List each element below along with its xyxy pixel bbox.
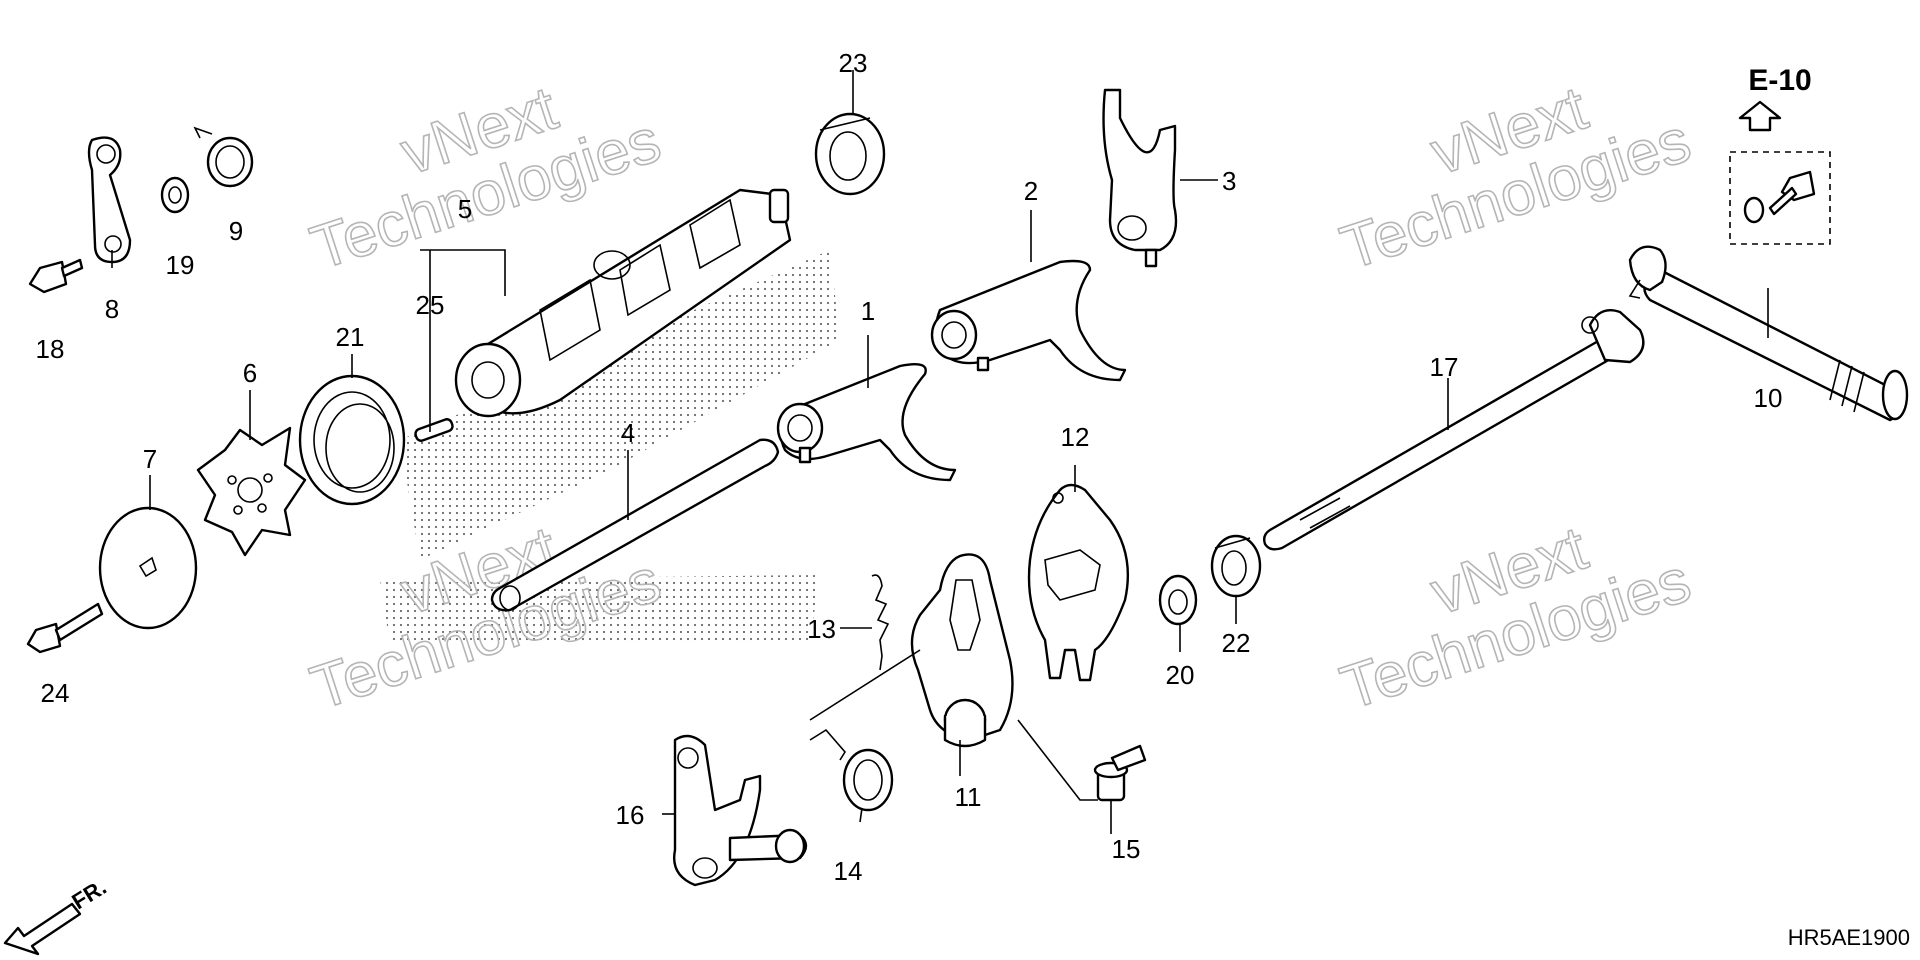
part-1-shift-fork[interactable] xyxy=(776,363,957,482)
part-3-shift-fork[interactable] xyxy=(1102,88,1178,268)
part-21-bearing[interactable] xyxy=(298,374,406,506)
callout-2: 2 xyxy=(1024,176,1038,206)
part-7-disc[interactable] xyxy=(98,506,198,630)
callout-18: 18 xyxy=(36,334,65,364)
part-12-plate[interactable] xyxy=(1027,483,1130,682)
part-20-washer[interactable] xyxy=(1158,574,1198,626)
callout-21: 21 xyxy=(336,322,365,352)
part-23-bearing[interactable] xyxy=(814,112,886,196)
part-24-bolt[interactable] xyxy=(26,602,104,654)
callout-7: 7 xyxy=(143,444,157,474)
part-14-spring[interactable] xyxy=(809,728,894,812)
part-11-stopper-plate[interactable] xyxy=(910,553,1014,748)
callout-14: 14 xyxy=(834,856,863,886)
e10-arrow-icon xyxy=(1738,100,1782,132)
part-25-pin[interactable] xyxy=(414,418,454,442)
diagram-code: HR5AE1900 xyxy=(1788,925,1910,950)
callout-16: 16 xyxy=(616,800,645,830)
callout-numbers: 1 2 3 4 5 6 7 8 9 10 11 12 13 14 15 16 1… xyxy=(36,48,1783,886)
callout-5: 5 xyxy=(458,194,472,224)
part-15-pin-bolt[interactable] xyxy=(1093,744,1147,802)
part-4-fork-shaft[interactable] xyxy=(490,438,780,612)
callout-6: 6 xyxy=(243,358,257,388)
callout-11: 11 xyxy=(955,782,982,812)
callout-20: 20 xyxy=(1166,660,1195,690)
callout-22: 22 xyxy=(1222,628,1251,658)
part-19-washer[interactable] xyxy=(160,176,190,214)
part-16-shift-arm[interactable] xyxy=(673,734,808,887)
callout-24: 24 xyxy=(41,678,70,708)
part-18-bolt[interactable] xyxy=(28,258,84,294)
part-10-shaft[interactable] xyxy=(1628,245,1909,422)
part-17-gearshift-spindle[interactable] xyxy=(1262,308,1645,551)
part-22-needle-bearing[interactable] xyxy=(1210,534,1262,598)
callout-12: 12 xyxy=(1061,422,1090,452)
callout-3: 3 xyxy=(1222,166,1236,196)
callout-13: 13 xyxy=(807,614,836,644)
callout-23: 23 xyxy=(839,48,868,78)
part-6-star-plate[interactable] xyxy=(196,426,307,557)
callout-8: 8 xyxy=(105,294,119,324)
callout-9: 9 xyxy=(229,216,243,246)
callout-25: 25 xyxy=(416,290,445,320)
part-13-spring[interactable] xyxy=(871,574,890,671)
callout-10: 10 xyxy=(1754,383,1783,413)
shadow-stipple xyxy=(380,250,840,645)
e10-reference-box xyxy=(1729,151,1831,245)
callout-4: 4 xyxy=(621,418,635,448)
reference-heading[interactable]: E-10 xyxy=(1748,64,1811,97)
callout-1: 1 xyxy=(861,296,875,326)
part-2-shift-fork[interactable] xyxy=(930,259,1127,382)
callout-19: 19 xyxy=(166,250,195,280)
front-direction-arrow-icon xyxy=(3,902,82,956)
part-9-spring[interactable] xyxy=(193,126,254,188)
leader-lines xyxy=(111,70,1769,834)
callout-17: 17 xyxy=(1430,352,1459,382)
part-5-shift-drum[interactable] xyxy=(454,188,792,418)
callout-15: 15 xyxy=(1112,834,1141,864)
part-8-arm-plate[interactable] xyxy=(87,136,132,264)
